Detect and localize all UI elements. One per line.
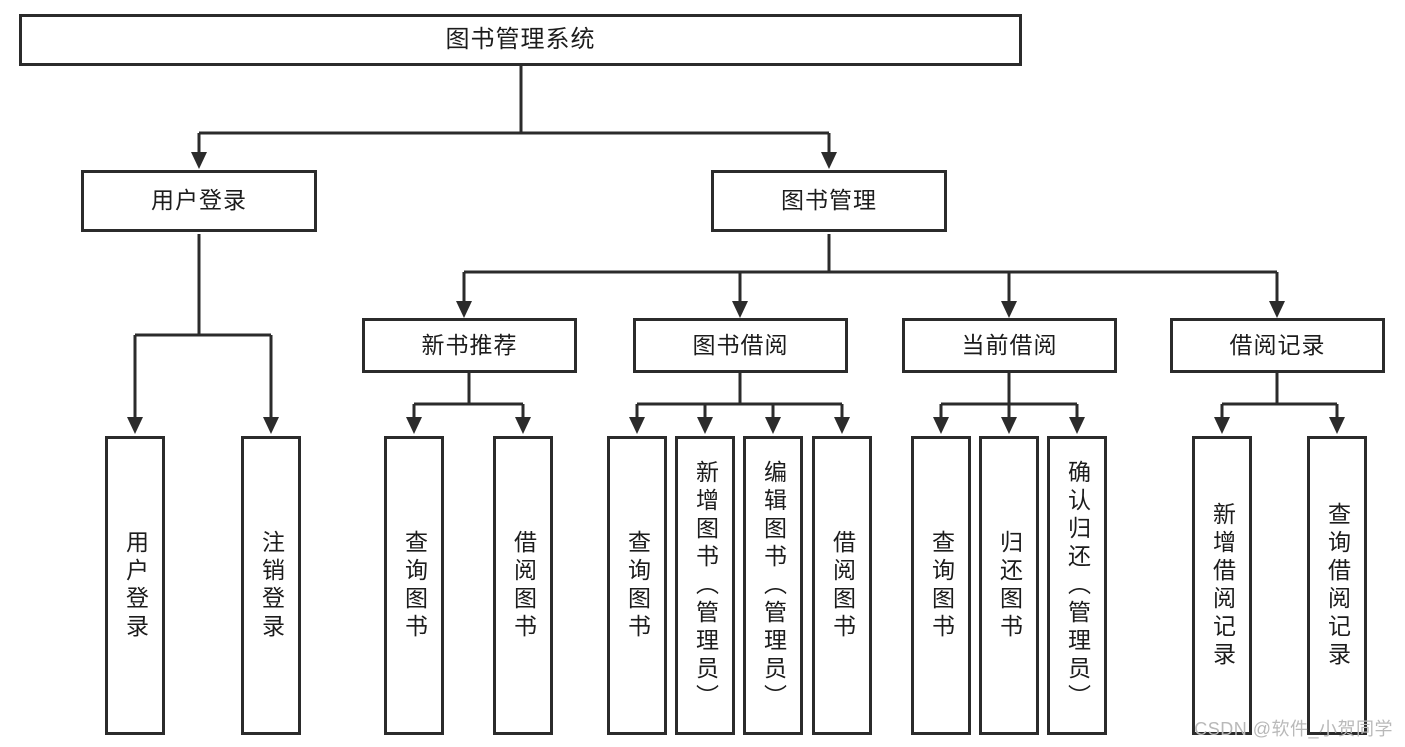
node-book-management[interactable]: 图书管理 (711, 170, 947, 232)
node-label: 图书管理 (781, 187, 877, 214)
node-label: 当前借阅 (961, 331, 1058, 358)
node-user-login[interactable]: 用户登录 (81, 170, 317, 232)
node-label: 查询图书 (401, 529, 428, 642)
node-label: 注销登录 (258, 529, 285, 642)
leaf-borrow-record-query-record[interactable]: 查询借阅记录 (1307, 436, 1367, 735)
node-borrow-record[interactable]: 借阅记录 (1170, 318, 1385, 373)
leaf-book-borrow-edit-book-admin[interactable]: 编辑图书（管理员） (743, 436, 803, 735)
node-label: 用户登录 (151, 187, 247, 214)
node-label: 归还图书 (996, 529, 1023, 642)
node-new-book-recommend[interactable]: 新书推荐 (362, 318, 577, 373)
node-label: 借阅图书 (829, 529, 856, 642)
csdn-watermark: CSDN @软件_小贺同学 (1194, 719, 1393, 739)
leaf-current-borrow-return-book[interactable]: 归还图书 (979, 436, 1039, 735)
leaf-new-book-borrow-book[interactable]: 借阅图书 (493, 436, 553, 735)
node-label: 借阅记录 (1229, 331, 1326, 358)
leaf-current-borrow-confirm-return-admin[interactable]: 确认归还（管理员） (1047, 436, 1107, 735)
node-current-borrow[interactable]: 当前借阅 (902, 318, 1117, 373)
node-label: 编辑图书（管理员） (760, 459, 787, 712)
node-label: 图书借阅 (692, 331, 789, 358)
node-label: 图书管理系统 (445, 25, 596, 53)
leaf-book-borrow-add-book-admin[interactable]: 新增图书（管理员） (675, 436, 735, 735)
leaf-user-login-logout[interactable]: 注销登录 (241, 436, 301, 735)
node-label: 查询借阅记录 (1324, 501, 1351, 670)
node-label: 新书推荐 (421, 331, 518, 358)
node-book-borrow[interactable]: 图书借阅 (633, 318, 848, 373)
node-root-book-management-system[interactable]: 图书管理系统 (19, 14, 1022, 66)
node-label: 查询图书 (624, 529, 651, 642)
node-label: 用户登录 (122, 529, 149, 642)
node-label: 新增图书（管理员） (692, 459, 719, 712)
leaf-borrow-record-add-record[interactable]: 新增借阅记录 (1192, 436, 1252, 735)
node-label: 确认归还（管理员） (1064, 459, 1091, 712)
leaf-new-book-query-book[interactable]: 查询图书 (384, 436, 444, 735)
leaf-book-borrow-query-book[interactable]: 查询图书 (607, 436, 667, 735)
node-label: 查询图书 (928, 529, 955, 642)
node-label: 借阅图书 (510, 529, 537, 642)
leaf-user-login-login[interactable]: 用户登录 (105, 436, 165, 735)
node-label: 新增借阅记录 (1209, 501, 1236, 670)
leaf-book-borrow-borrow-book[interactable]: 借阅图书 (812, 436, 872, 735)
leaf-current-borrow-query-book[interactable]: 查询图书 (911, 436, 971, 735)
